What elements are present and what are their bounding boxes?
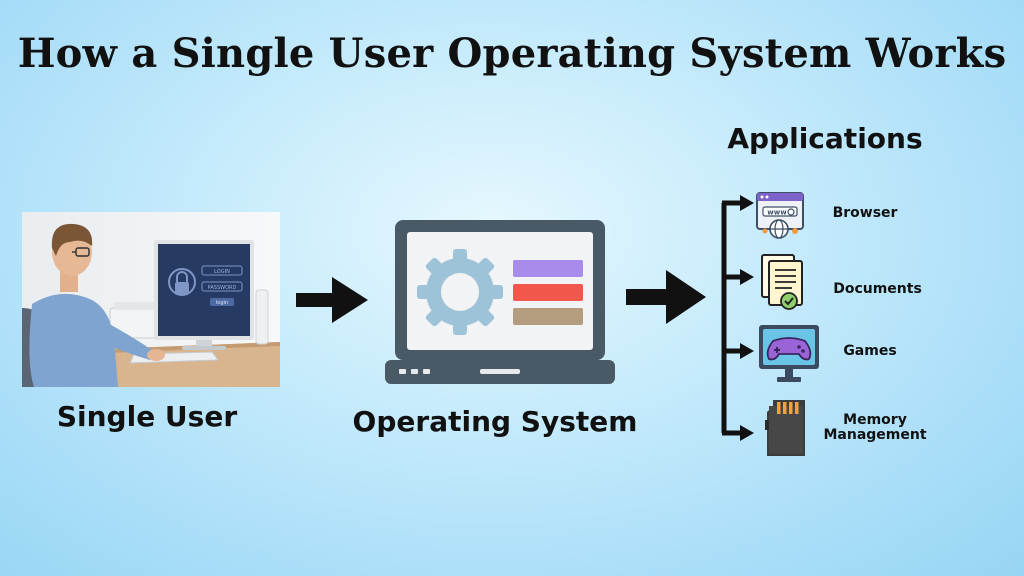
browser-label: Browser: [832, 205, 898, 221]
application-branch-connector: [721, 195, 754, 441]
games-label: Games: [843, 343, 897, 359]
gear-icon: [417, 249, 503, 335]
arrow-right-icon: [626, 270, 706, 324]
memory-management-label: Memory Management: [805, 413, 945, 443]
game-controller-icon: [759, 325, 819, 382]
arrow-right-icon: [296, 277, 368, 323]
memory-card-icon: [765, 400, 805, 456]
brown-bar: [513, 308, 583, 325]
single-user-illustration: LOGIN PASSWORD login: [22, 212, 280, 387]
operating-system-label: Operating System: [352, 405, 638, 438]
documents-label: Documents: [833, 281, 922, 297]
monitor-enter-text: login: [216, 300, 228, 306]
page-title: How a Single User Operating System Works: [17, 30, 1007, 77]
monitor-login-text: LOGIN: [214, 269, 230, 275]
monitor: LOGIN PASSWORD login: [154, 240, 254, 350]
purple-bar: [513, 260, 583, 277]
single-user-label: Single User: [56, 400, 238, 433]
browser-www-text: www: [767, 209, 787, 217]
monitor-password-text: PASSWORD: [208, 285, 237, 291]
memory-label-line1: Memory: [843, 412, 907, 428]
documents-icon: [761, 254, 803, 310]
applications-title: Applications: [727, 122, 923, 155]
laptop-illustration: [385, 220, 615, 384]
browser-icon: www: [756, 192, 804, 239]
memory-label-line2: Management: [823, 427, 927, 443]
red-bar: [513, 284, 583, 301]
